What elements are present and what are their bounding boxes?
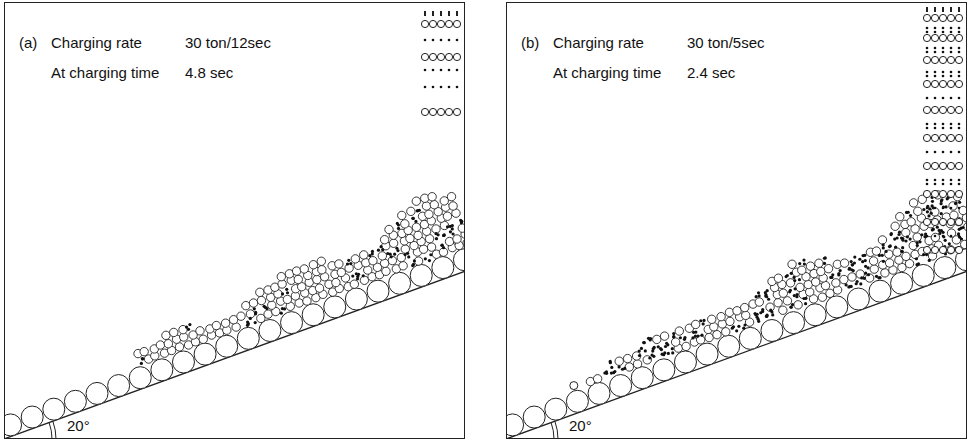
panel-caption: 4.8 sec [185,65,233,80]
angle-label: 20° [569,418,592,433]
particle-bed [4,11,465,439]
particle-bed [506,7,967,439]
panel-caption: Charging rate [51,35,142,50]
panel-caption: At charging time [553,65,661,80]
angle-label: 20° [67,418,90,433]
panel-caption: 2.4 sec [687,65,735,80]
simulation-panel: (b) Charging rate 30 ton/5sec At charging t… [506,2,967,439]
panel-caption: 30 ton/12sec [185,35,271,50]
panel-caption: 30 ton/5sec [687,35,765,50]
panel-caption: Charging rate [553,35,644,50]
simulation-panel: (a) Charging rate 30 ton/12sec At charging … [4,2,465,439]
panel-caption: At charging time [51,65,159,80]
panel-caption: (a) [19,35,37,50]
panel-caption: (b) [521,35,539,50]
